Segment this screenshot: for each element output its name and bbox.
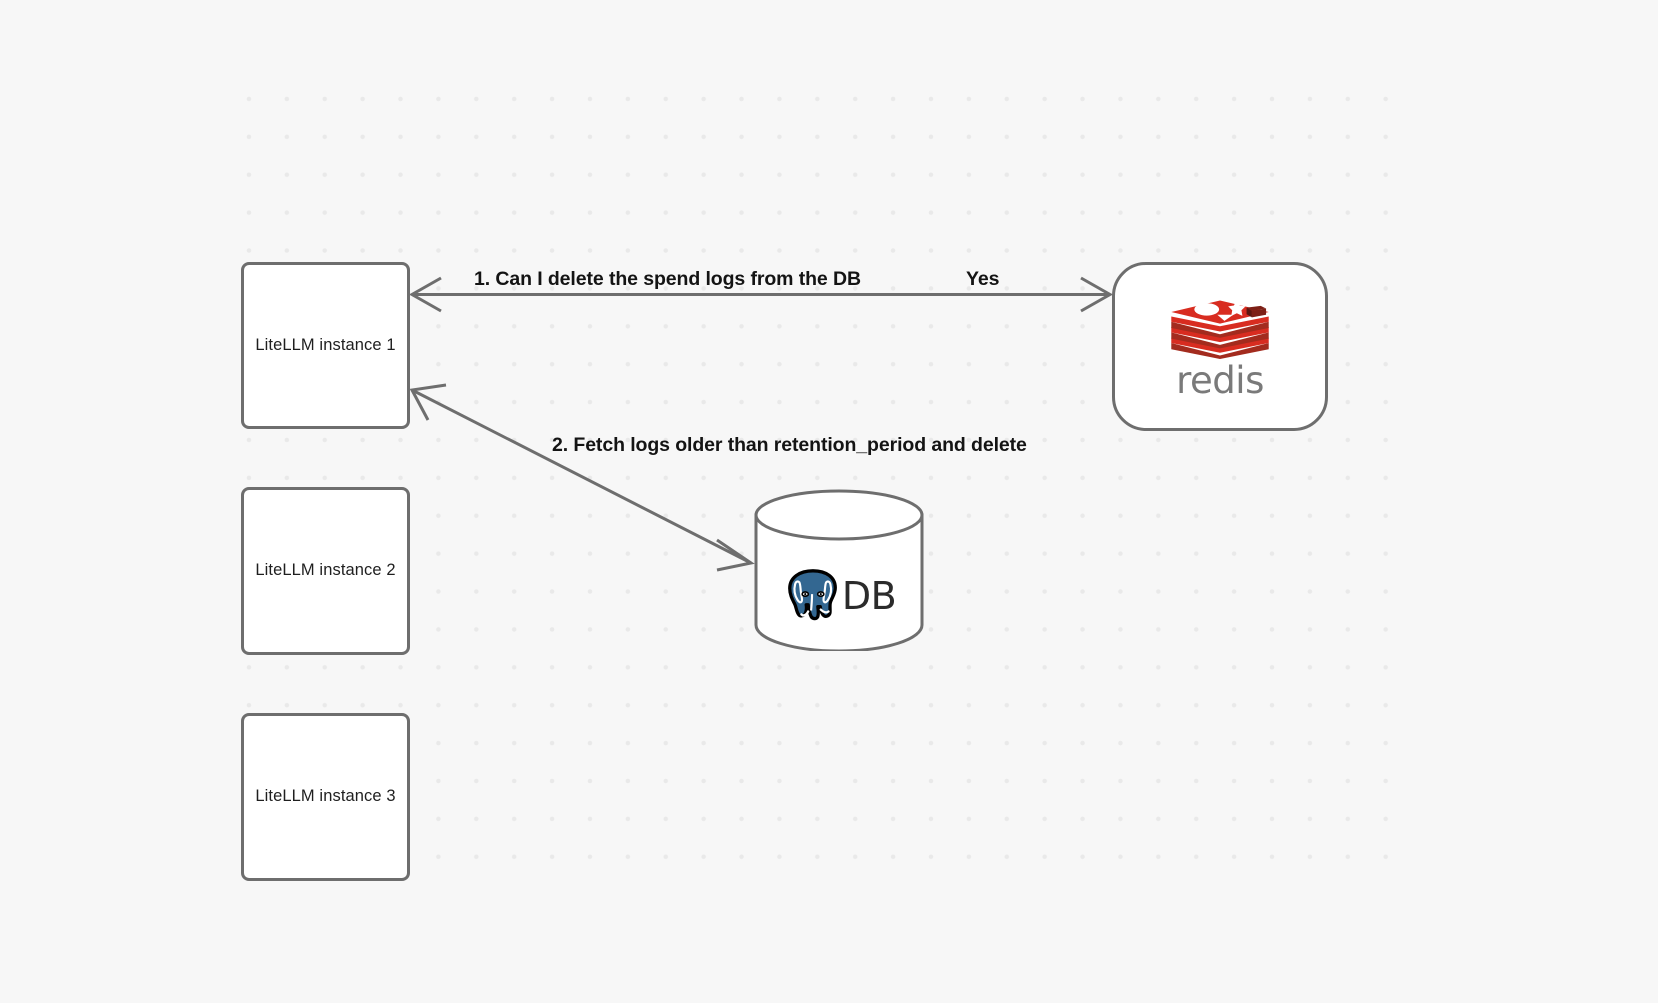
node-database[interactable]: DB <box>753 489 925 651</box>
edge-step-2-arrow <box>409 383 755 572</box>
node-litellm-instance-1-label: LiteLLM instance 1 <box>255 335 396 354</box>
database-node-content: DB <box>753 541 925 651</box>
edge-step-1-label: 1. Can I delete the spend logs from the … <box>474 268 861 290</box>
node-litellm-instance-3-label: LiteLLM instance 3 <box>255 787 396 806</box>
edge-step-2-label: 2. Fetch logs older than retention_perio… <box>552 434 1027 456</box>
postgresql-elephant-icon <box>787 569 837 621</box>
database-cylinder-shape <box>754 489 924 651</box>
edge-step-1-reply-label: Yes <box>966 268 1000 290</box>
node-litellm-instance-1[interactable]: LiteLLM instance 1 <box>241 262 410 429</box>
node-litellm-instance-2[interactable]: LiteLLM instance 2 <box>241 487 410 655</box>
node-litellm-instance-2-label: LiteLLM instance 2 <box>255 561 396 580</box>
redis-wordmark-label: redis <box>1176 358 1264 402</box>
node-redis[interactable]: redis <box>1112 262 1328 431</box>
node-litellm-instance-3[interactable]: LiteLLM instance 3 <box>241 713 410 881</box>
database-node-label: DB <box>841 574 897 618</box>
redis-logo-icon <box>1171 300 1269 359</box>
